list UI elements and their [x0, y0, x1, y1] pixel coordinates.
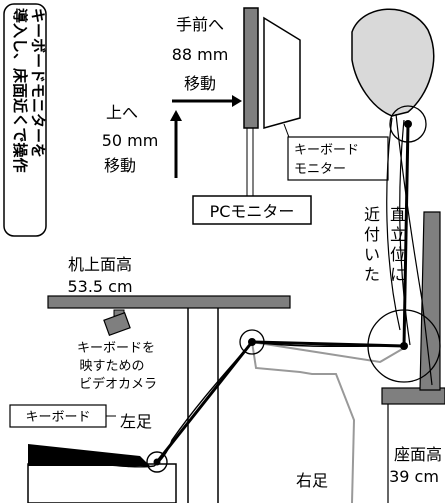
title-line-1: キーボードモニターを: [29, 8, 47, 158]
ankle-dot: [153, 458, 161, 466]
keyboard-monitor-label-2: モニター: [294, 162, 346, 177]
keyboard-monitor: [263, 16, 301, 129]
camera-label-1: キーボードを: [77, 341, 155, 356]
desk-height-label-2: 53.5 cm: [67, 277, 132, 296]
keyboard: [28, 444, 150, 466]
shin-line: [155, 341, 254, 463]
forward-arrowhead: [232, 95, 242, 107]
video-camera: [103, 309, 131, 337]
svg-text:直: 直: [390, 205, 406, 224]
svg-text:立: 立: [390, 225, 406, 244]
keyboard-monitor-label-1: キーボード: [294, 143, 359, 158]
spine-line: [402, 123, 410, 347]
up-label-1: 上へ: [106, 103, 138, 122]
svg-text:た: た: [364, 265, 380, 284]
pc-monitor-label-box: [192, 195, 312, 225]
keyboard-monitor-label-box: [287, 136, 389, 181]
svg-text:近: 近: [364, 205, 380, 224]
posture-col-left: 近 付 い た: [364, 205, 380, 284]
ankle-joint: [146, 451, 168, 473]
seat-height-label-2: 39 cm: [389, 467, 439, 486]
left-foot-label: 左足: [120, 412, 152, 431]
knee-dot: [248, 338, 256, 346]
desk-top: [47, 295, 291, 309]
keyboard-label: キーボード: [25, 410, 90, 425]
head: [351, 8, 435, 117]
pc-monitor: [243, 7, 259, 129]
camera-label-3: ビデオカメラ: [79, 376, 157, 392]
up-label-3: 移動: [104, 156, 136, 175]
chair-backrest: [419, 211, 441, 391]
seat-height-label-1: 座面高: [394, 445, 442, 464]
camera-label-2: 映すための: [79, 359, 144, 374]
torso-front: [386, 117, 401, 331]
desk-height-label-1: 机上面高: [68, 255, 132, 274]
floor-platform: [27, 463, 177, 503]
pc-monitor-label: PCモニター: [210, 202, 295, 221]
svg-text:位: 位: [390, 245, 406, 264]
forward-label-2: 88 mm: [172, 45, 229, 64]
hip-dot: [400, 342, 408, 350]
forward-label-3: 移動: [184, 74, 216, 93]
left-foot-outline: [99, 341, 405, 468]
posture-col-right: 直 立 位 に: [390, 205, 406, 284]
forward-label-1: 手前へ: [176, 15, 224, 34]
chair-seat: [381, 387, 445, 405]
up-arrowhead: [170, 110, 182, 121]
right-foot-label: 右足: [296, 471, 328, 490]
svg-text:付: 付: [364, 225, 380, 244]
neck-dot: [404, 120, 412, 128]
torso-back: [395, 113, 433, 386]
torso-mid: [399, 119, 411, 346]
rotated-title: キーボードモニターを 導入し、床面近くで操作: [3, 3, 47, 237]
thigh-line: [251, 340, 405, 348]
title-line-2: 導入し、床面近くで操作: [11, 8, 29, 173]
right-leg: [250, 340, 405, 503]
svg-text:い: い: [364, 245, 380, 264]
up-label-2: 50 mm: [102, 131, 159, 150]
svg-text:に: に: [390, 265, 406, 284]
